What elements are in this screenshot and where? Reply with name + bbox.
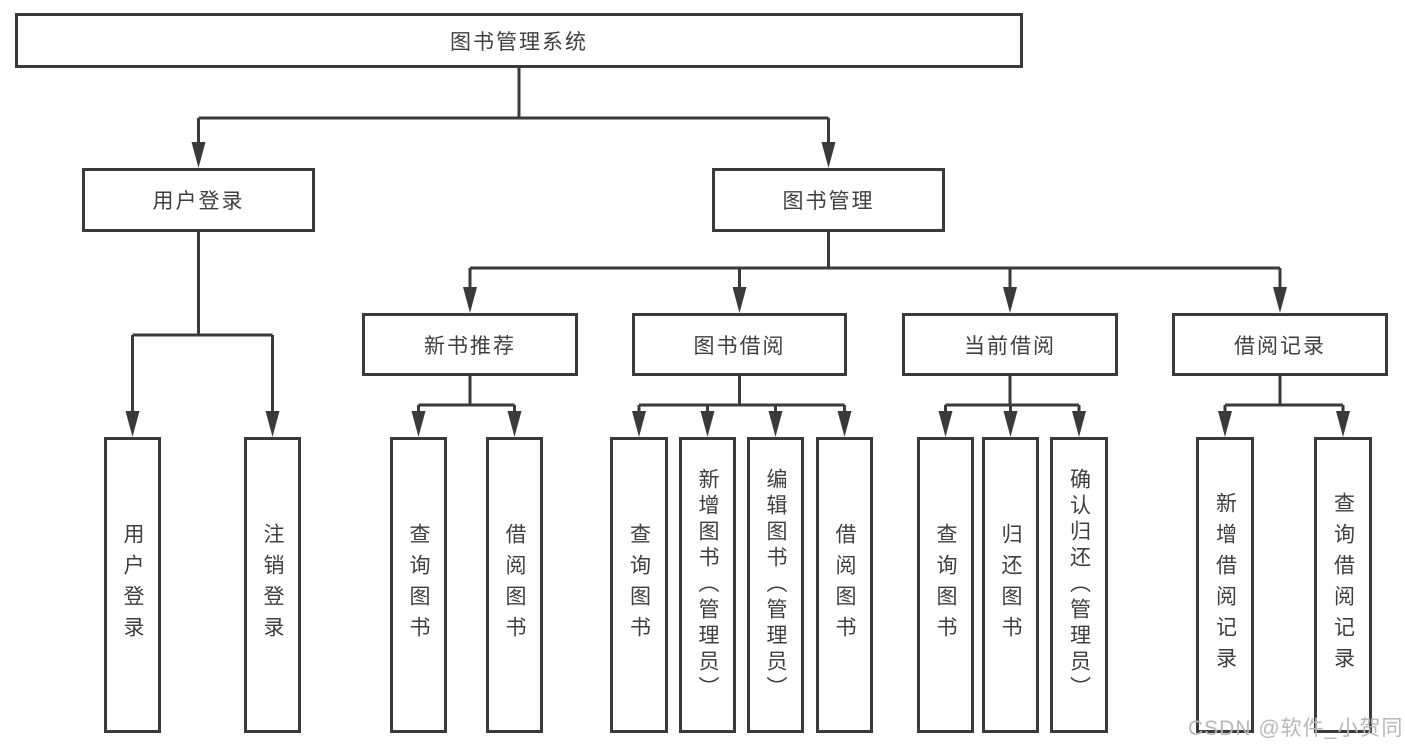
node-leaf-borrowing-edit-books-admin: 编辑图书（管理员） xyxy=(747,437,804,733)
node-label: 查询图书 xyxy=(407,523,430,647)
node-label: 归还图书 xyxy=(999,523,1022,647)
node-label: 借阅记录 xyxy=(1234,334,1326,358)
watermark: CSDN @软件_小贺同学 xyxy=(1188,717,1405,740)
node-label: 图书管理系统 xyxy=(450,30,588,54)
node-leaf-user-login: 用户登录 xyxy=(104,437,161,733)
node-book-management: 图书管理 xyxy=(712,168,945,232)
node-label: 编辑图书（管理员） xyxy=(764,468,787,702)
connector-bookmgmt-to-level3 xyxy=(463,232,1287,313)
node-current-borrowing: 当前借阅 xyxy=(902,313,1118,376)
node-leaf-logout: 注销登录 xyxy=(244,437,301,733)
node-label: 查询图书 xyxy=(627,523,651,647)
node-label: 借阅图书 xyxy=(503,523,526,647)
node-label: 用户登录 xyxy=(152,190,245,213)
node-label: 新增借阅记录 xyxy=(1213,492,1237,678)
node-leaf-borrowing-add-books-admin: 新增图书（管理员） xyxy=(679,437,736,733)
node-book-borrowing: 图书借阅 xyxy=(632,313,847,376)
connector-root-to-level2 xyxy=(191,68,836,168)
node-label: 借阅图书 xyxy=(833,523,856,647)
node-borrowing-records: 借阅记录 xyxy=(1172,313,1388,376)
node-leaf-current-return-books: 归还图书 xyxy=(982,437,1039,733)
node-label: 用户登录 xyxy=(121,523,144,647)
connector-borrowing-to-leaves xyxy=(632,376,852,437)
node-label: 确认归还（管理员） xyxy=(1067,468,1091,702)
node-leaf-current-confirm-return-admin: 确认归还（管理员） xyxy=(1050,437,1108,733)
node-leaf-current-query-books: 查询图书 xyxy=(917,437,974,733)
connector-current-to-leaves xyxy=(938,376,1086,437)
node-label: 图书借阅 xyxy=(693,334,786,358)
node-leaf-borrowing-borrow-books: 借阅图书 xyxy=(816,437,873,733)
node-label: 图书管理 xyxy=(782,190,875,213)
connector-records-to-leaves xyxy=(1218,376,1350,437)
connector-newbooks-to-leaves xyxy=(411,376,522,437)
node-leaf-records-add-record: 新增借阅记录 xyxy=(1196,437,1254,733)
node-library-management-system: 图书管理系统 xyxy=(15,13,1023,68)
node-label: 新书推荐 xyxy=(424,334,516,358)
node-leaf-newbooks-query-books: 查询图书 xyxy=(390,437,447,733)
node-user-login: 用户登录 xyxy=(82,168,315,232)
node-new-book-recommendation: 新书推荐 xyxy=(362,313,578,376)
node-label: 当前借阅 xyxy=(964,334,1056,358)
node-leaf-borrowing-query-books: 查询图书 xyxy=(610,437,668,733)
node-leaf-records-query-record: 查询借阅记录 xyxy=(1314,437,1372,733)
node-label: 注销登录 xyxy=(261,523,284,647)
node-leaf-newbooks-borrow-books: 借阅图书 xyxy=(486,437,543,733)
node-label: 查询图书 xyxy=(934,523,957,647)
connector-userlogin-to-leaves xyxy=(125,232,280,437)
node-label: 新增图书（管理员） xyxy=(696,468,719,702)
node-label: 查询借阅记录 xyxy=(1331,492,1355,678)
